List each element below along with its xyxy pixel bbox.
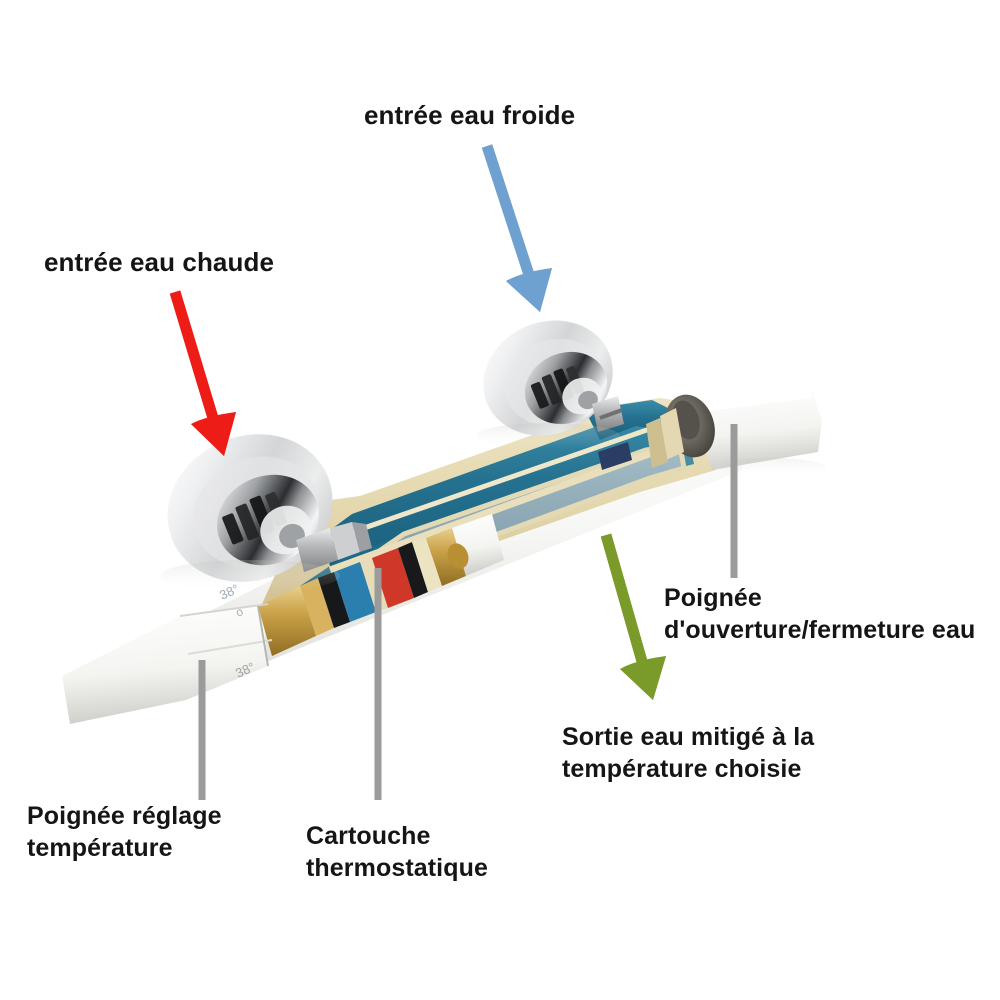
label-hot-inlet: entrée eau chaude <box>44 247 275 277</box>
temperature-handle-markings: 38° o 38° <box>179 581 273 681</box>
label-mixed-outlet: Sortie eau mitigé à la température chois… <box>562 723 815 783</box>
svg-text:38°: 38° <box>233 659 257 681</box>
label-cold-inlet: entrée eau froide <box>364 100 576 130</box>
cold-inlet-escutcheon <box>483 320 624 436</box>
artwork-shadows <box>160 423 826 592</box>
label-thermostatic-cartridge: Cartouche thermostatique <box>306 822 488 882</box>
label-open-close-handle: Poignée d'ouverture/fermeture eau <box>664 584 976 644</box>
label-temperature-handle: Poignée réglage température <box>27 802 222 862</box>
thermostatic-cartridge <box>258 514 504 656</box>
